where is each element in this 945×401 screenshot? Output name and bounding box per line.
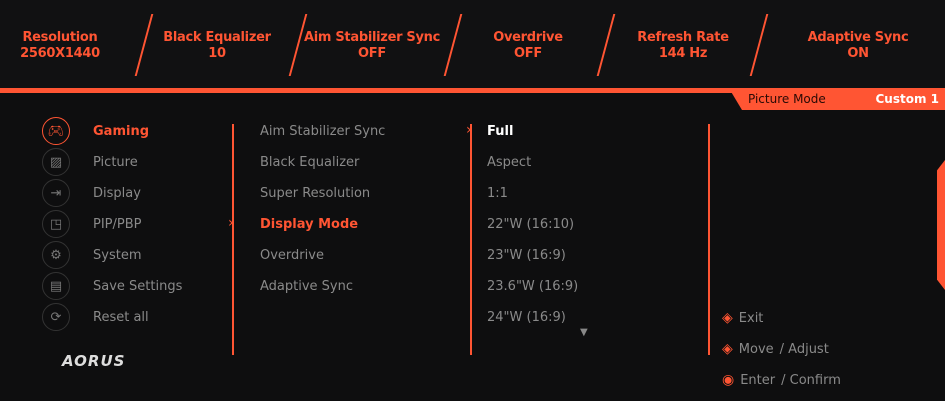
hint-label: / Confirm	[781, 372, 841, 388]
chevron-right-icon: ›	[466, 122, 472, 138]
option[interactable]: 23.6"W (16:9)	[487, 279, 579, 294]
submenu-item[interactable]: Adaptive Sync	[260, 279, 353, 294]
menu-label: System	[93, 247, 142, 263]
status-label: Black Equalizer	[163, 30, 271, 45]
divider	[470, 124, 472, 355]
picture-mode-value: Custom 1	[875, 92, 939, 106]
option[interactable]: 22"W (16:10)	[487, 217, 575, 232]
submenu-item[interactable]: Super Resolution	[260, 186, 371, 201]
pip-icon: ◳	[42, 210, 70, 238]
option[interactable]: Aspect	[487, 155, 532, 170]
side-accent	[937, 160, 945, 290]
picture-mode-tab: Picture Mode Custom 1	[730, 90, 945, 110]
submenu-item[interactable]: Overdrive	[260, 248, 324, 263]
joystick-left-icon: ◈	[722, 310, 733, 326]
divider	[232, 124, 234, 355]
reset-icon: ⟳	[42, 303, 70, 331]
status-value: ON	[847, 46, 869, 61]
menu-item-pip-pbp[interactable]: ◳ PIP/PBP	[42, 210, 142, 238]
menu-label: Picture	[93, 154, 138, 170]
status-label: Aim Stabilizer Sync	[303, 30, 441, 45]
menu-item-picture[interactable]: ▨ Picture	[42, 148, 138, 176]
menu-item-save-settings[interactable]: ▤ Save Settings	[42, 272, 182, 300]
status-value: 10	[208, 46, 226, 61]
divider	[708, 124, 710, 355]
gamepad-icon: 🎮︎	[42, 117, 70, 145]
hint-label: Enter	[740, 372, 776, 388]
gear-icon: ⚙	[42, 241, 70, 269]
hint-label: Move	[738, 341, 774, 357]
menu-label: Reset all	[93, 309, 149, 325]
status-value: OFF	[514, 46, 542, 61]
hint-enter: ◉ Enter / Confirm	[722, 372, 841, 388]
joystick-updown-icon: ◈	[722, 341, 733, 357]
scroll-down-icon[interactable]: ▼	[580, 327, 588, 338]
menu-item-reset-all[interactable]: ⟳ Reset all	[42, 303, 149, 331]
picture-icon: ▨	[42, 148, 70, 176]
status-value: OFF	[358, 46, 386, 61]
joystick-press-icon: ◉	[722, 372, 735, 388]
option-selected[interactable]: Full	[487, 124, 514, 139]
picture-mode-label: Picture Mode	[748, 92, 826, 106]
menu-label: Save Settings	[93, 278, 183, 294]
option[interactable]: 24"W (16:9)	[487, 310, 566, 325]
status-value: 2560X1440	[20, 46, 100, 61]
menu-item-system[interactable]: ⚙ System	[42, 241, 141, 269]
hint-move: ◈ Move / Adjust	[722, 341, 829, 357]
status-label: Overdrive	[493, 30, 563, 45]
status-label: Refresh Rate	[637, 30, 729, 45]
menu-label: Gaming	[93, 123, 150, 139]
chevron-right-icon: ›	[228, 215, 234, 231]
status-value: 144 Hz	[658, 46, 708, 61]
submenu-item-selected[interactable]: Display Mode	[260, 217, 359, 232]
hint-label: Exit	[738, 310, 764, 326]
option[interactable]: 23"W (16:9)	[487, 248, 566, 263]
aorus-logo: AORUS	[62, 352, 126, 370]
save-icon: ▤	[42, 272, 70, 300]
input-icon: ⇥	[42, 179, 70, 207]
menu-item-gaming[interactable]: 🎮︎ Gaming	[42, 117, 149, 145]
menu-item-display[interactable]: ⇥ Display	[42, 179, 141, 207]
menu-label: PIP/PBP	[93, 216, 142, 232]
accent-bar	[0, 88, 945, 93]
option[interactable]: 1:1	[487, 186, 508, 201]
status-label: Adaptive Sync	[807, 30, 909, 45]
menu-label: Display	[93, 185, 141, 201]
submenu-item[interactable]: Black Equalizer	[260, 155, 360, 170]
status-label: Resolution	[22, 30, 98, 45]
hint-exit: ◈ Exit	[722, 310, 763, 326]
submenu-item[interactable]: Aim Stabilizer Sync	[260, 124, 386, 139]
hint-label: / Adjust	[779, 341, 829, 357]
